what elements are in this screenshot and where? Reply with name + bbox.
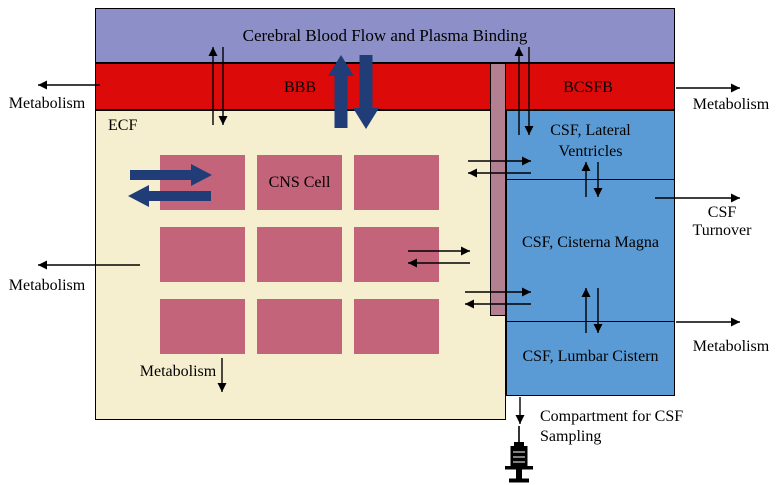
bcsfb-label: BCSFB xyxy=(563,78,613,96)
plasma-compartment: Cerebral Blood Flow and Plasma Binding xyxy=(95,8,675,63)
ecf-label: ECF xyxy=(108,117,138,134)
metabolism-label-right-top: Metabolism xyxy=(692,96,770,113)
cns-cell xyxy=(160,299,245,354)
ecf-csf-barrier-strip xyxy=(490,63,506,316)
csf-lumbar-cistern-label: CSF, Lumbar Cistern xyxy=(522,348,659,365)
metabolism-label-left-top: Metabolism xyxy=(8,95,86,112)
plasma-label: Cerebral Blood Flow and Plasma Binding xyxy=(242,25,528,45)
cns-cell-labeled: CNS Cell xyxy=(257,155,342,210)
barrier-band: BBB BCSFB xyxy=(95,63,675,110)
csf-sampling-label: Compartment for CSF Sampling xyxy=(540,408,684,445)
csf-divider-cisterna-lumbar xyxy=(507,321,674,322)
cns-cell xyxy=(257,227,342,282)
csf-lateral-ventricles-label: CSF, Lateral Ventricles xyxy=(550,122,631,160)
metabolism-label-left-mid: Metabolism xyxy=(8,277,86,294)
cns-cell xyxy=(257,299,342,354)
cns-cell xyxy=(354,299,439,354)
cns-cell xyxy=(354,227,439,282)
cns-cell-label: CNS Cell xyxy=(268,173,331,191)
bbb-label: BBB xyxy=(283,78,316,96)
csf-cisterna-magna-label: CSF, Cisterna Magna xyxy=(522,234,659,251)
metabolism-label-bottom: Metabolism xyxy=(139,363,217,380)
cns-cell-grid: CNS Cell xyxy=(160,155,439,354)
cns-cell xyxy=(354,155,439,210)
cns-cell xyxy=(160,155,245,210)
syringe-icon xyxy=(505,426,533,483)
metabolism-label-right-bottom: Metabolism xyxy=(692,338,770,355)
csf-divider-lateral-cisterna xyxy=(507,179,674,180)
csf-compartment: CSF, Lateral Ventricles CSF, Cisterna Ma… xyxy=(506,110,675,396)
csf-turnover-label: CSF Turnover xyxy=(692,204,752,240)
cns-cell xyxy=(160,227,245,282)
